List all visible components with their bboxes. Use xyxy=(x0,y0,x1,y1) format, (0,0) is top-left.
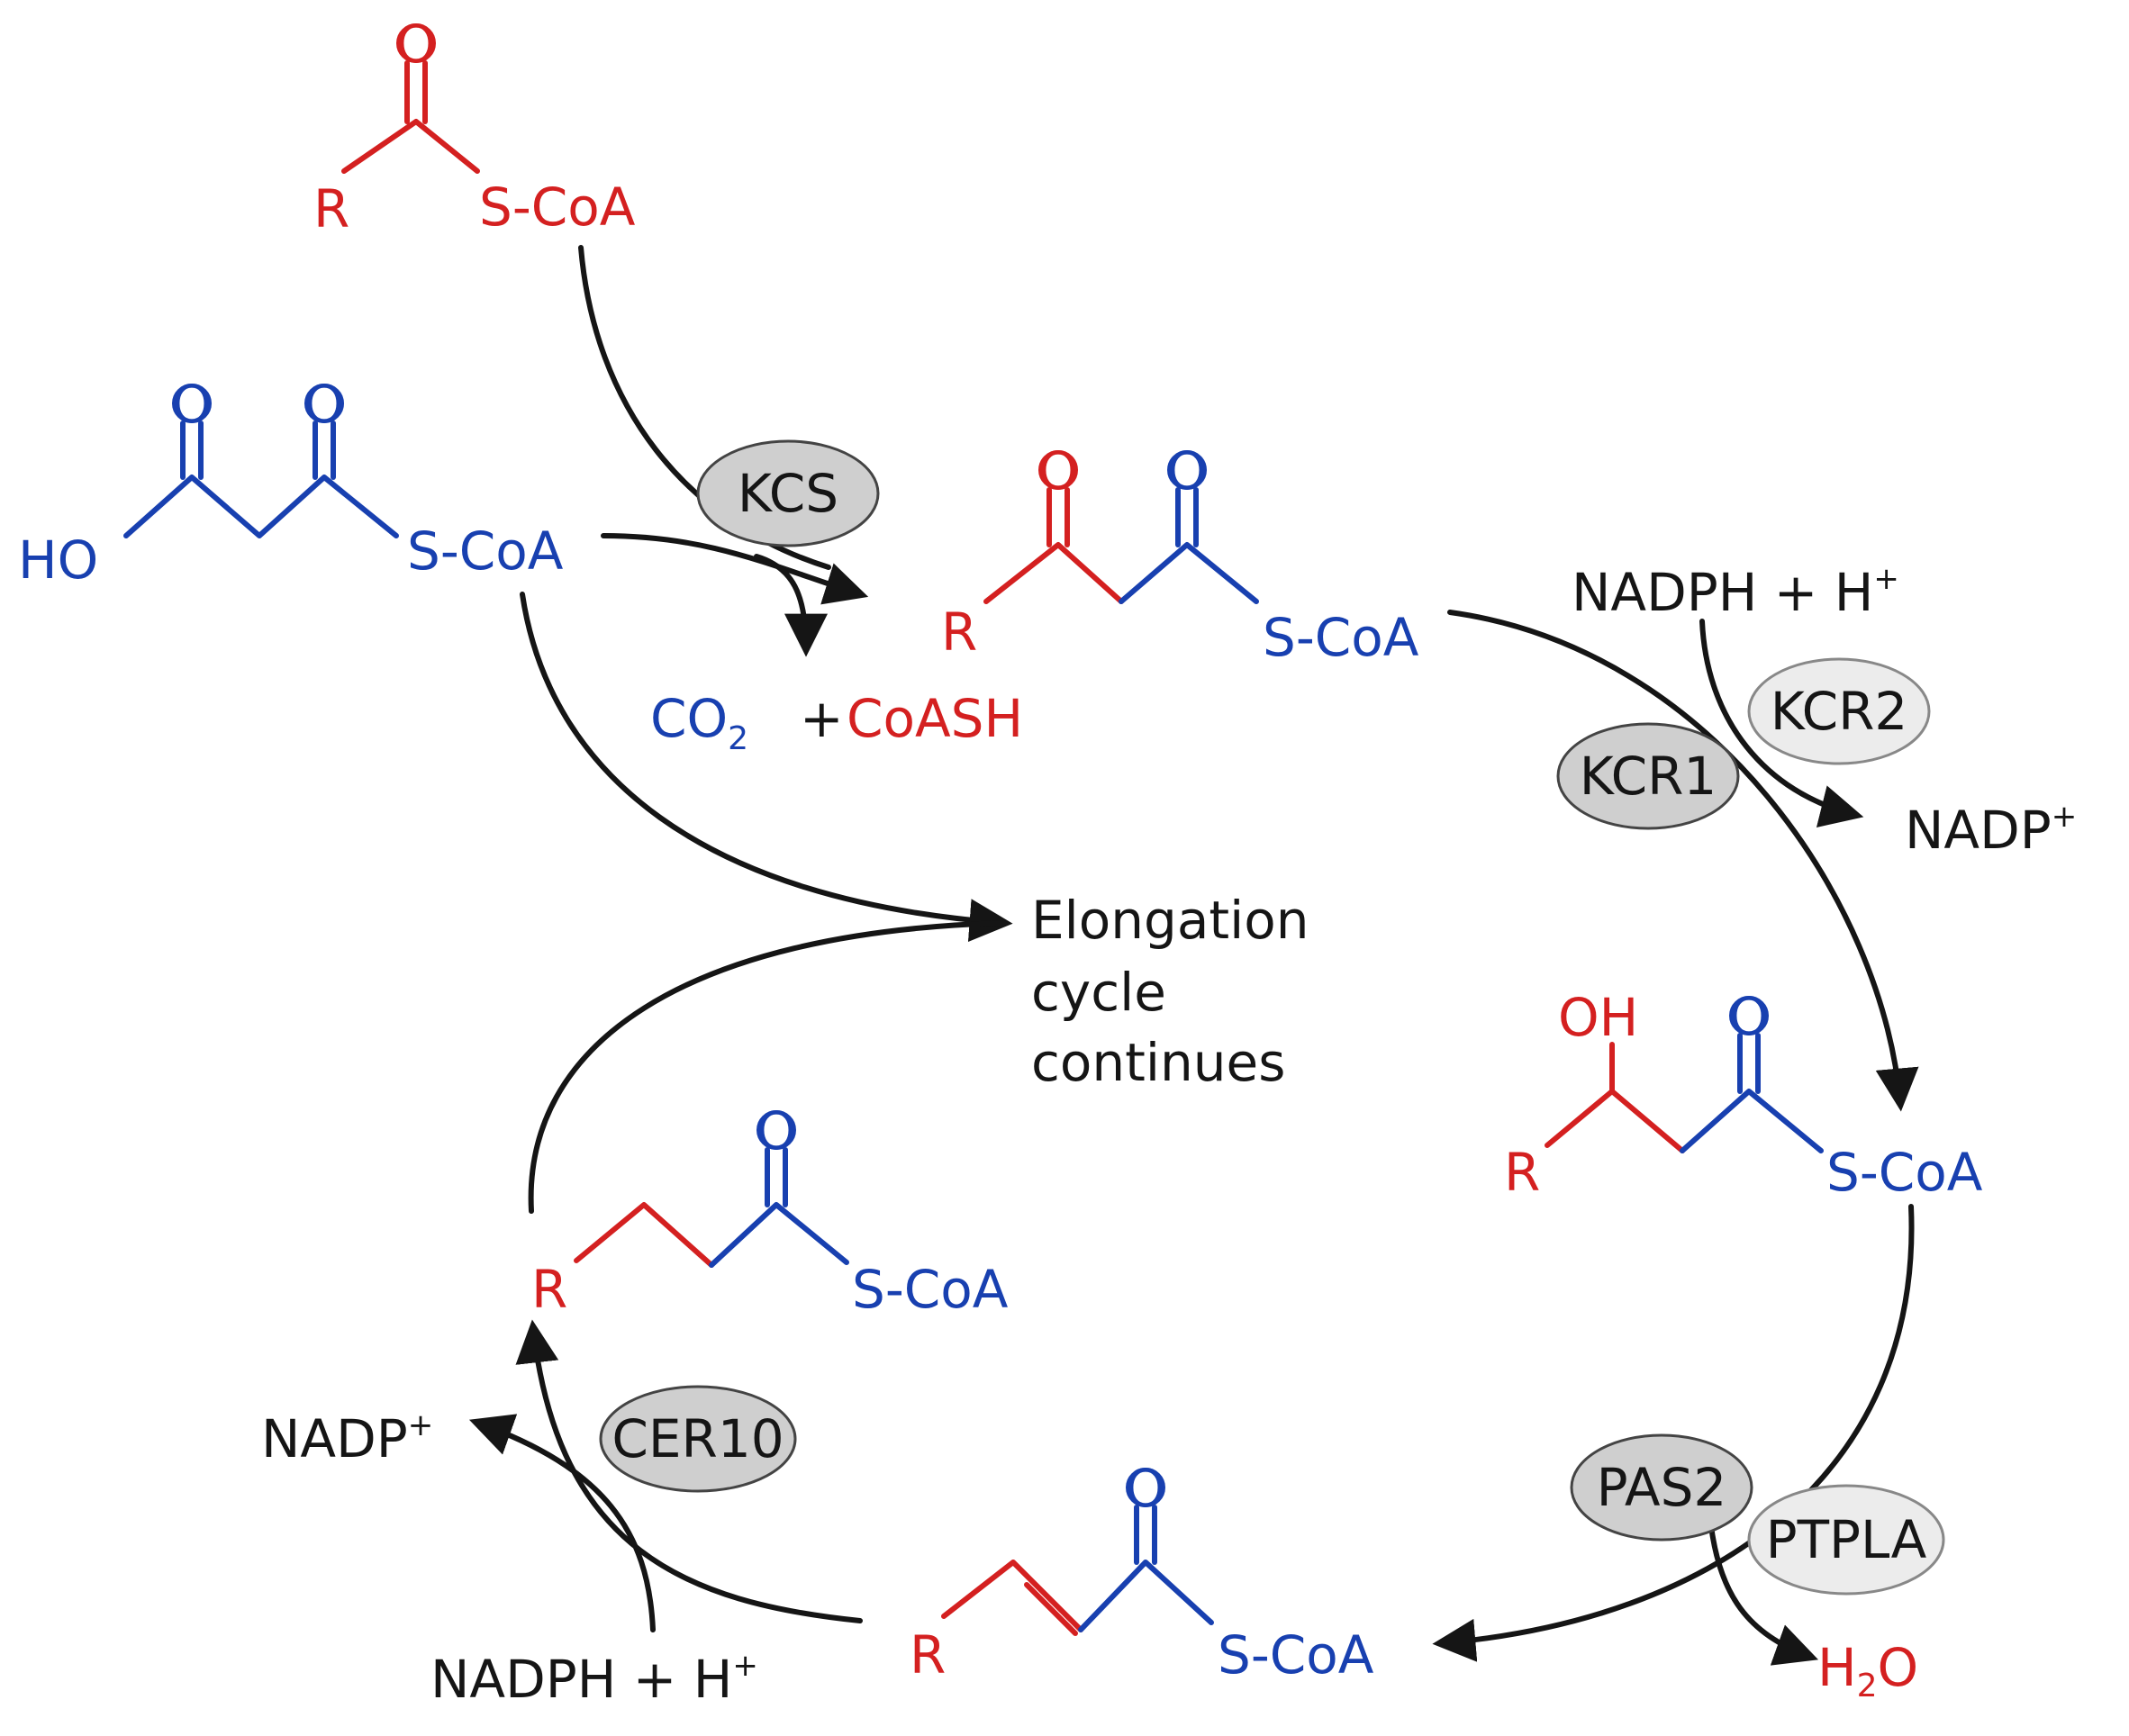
malonyl-coa-o2: O xyxy=(303,374,345,435)
elongated-acyl-coa-oxygen-ring xyxy=(756,1110,796,1150)
elongation-cycle-label: Elongation cycle continues xyxy=(1031,890,1309,1093)
enzyme-cer10-ellipse xyxy=(599,1385,797,1493)
elongated-acyl-coa-chain-blue xyxy=(709,1202,849,1268)
arrow-elongated-to-cycle xyxy=(528,920,1007,1214)
coash-label: CoASH xyxy=(847,688,1023,749)
hydroxyacyl-coa-r: R xyxy=(1504,1142,1540,1203)
enzyme-pas2-label: PAS2 xyxy=(1597,1457,1727,1518)
cycle-label-line2: cycle xyxy=(1031,962,1166,1023)
ketoacyl-coa-chain-red xyxy=(983,542,1124,604)
ketoacyl-coa: R S-CoA xyxy=(941,450,1419,668)
enzyme-ptpla: PTPLA xyxy=(1747,1484,1945,1596)
enoyl-coa-chain-red xyxy=(941,1560,1083,1632)
hydroxyacyl-coa-oh: OH xyxy=(1558,987,1638,1048)
hydroxyacyl-coa-oxygen-ring xyxy=(1729,996,1769,1035)
hydroxyacyl-coa-chain-blue xyxy=(1680,1089,1824,1153)
arrow-malonyl-to-ketoacyl xyxy=(601,533,869,605)
elongated-acyl-coa-o: O xyxy=(756,1100,797,1162)
enoyl-coa-oxygen-ring xyxy=(1126,1468,1165,1507)
co2-coash-byproducts: CO2 + CoASH xyxy=(650,688,1023,757)
ketoacyl-coa-oxygen-ring-2 xyxy=(1167,450,1207,490)
arrow-to-h2o xyxy=(1708,1524,1819,1666)
arrow-to-co2 xyxy=(754,554,828,657)
cycle-label-line3: continues xyxy=(1031,1032,1285,1093)
malonyl-coa-chain xyxy=(123,475,399,538)
nadph-top-label: NADPH + H+ xyxy=(1572,561,1899,623)
enzyme-kcs-ellipse xyxy=(696,439,880,547)
enzyme-ptpla-ellipse xyxy=(1747,1484,1945,1596)
co2-label: CO2 xyxy=(650,688,748,757)
ketoacyl-coa-oxygen-ring-1 xyxy=(1038,450,1078,490)
elongated-acyl-coa-scoa: S-CoA xyxy=(852,1259,1009,1320)
enzyme-kcr1-ellipse xyxy=(1556,722,1740,830)
enoyl-double-bond xyxy=(1024,1582,1078,1636)
hydroxyacyl-coa-o: O xyxy=(1728,986,1770,1047)
enzyme-pas2: PAS2 xyxy=(1570,1433,1753,1542)
arrow-ketoacyl-to-hydroxyacyl xyxy=(1447,610,1919,1112)
enzyme-kcr2-ellipse xyxy=(1747,657,1931,765)
hydroxyacyl-coa: OH R S-CoA xyxy=(1504,987,1983,1203)
arrow-enoyl-to-elongated xyxy=(515,1319,863,1623)
enzyme-kcs: KCS xyxy=(696,439,880,547)
enzyme-kcr1: KCR1 xyxy=(1556,722,1740,830)
arrow-nadph-to-nadp-top xyxy=(1699,619,1864,827)
enzyme-kcr2: KCR2 xyxy=(1747,657,1931,765)
elongated-acyl-coa: R S-CoA xyxy=(531,1110,1009,1320)
enzyme-ptpla-label: PTPLA xyxy=(1766,1509,1927,1570)
malonyl-coa: HO S-CoA xyxy=(18,384,564,591)
hydroxyacyl-coa-chain-red xyxy=(1545,1089,1685,1153)
elongated-acyl-coa-chain-red xyxy=(574,1202,714,1268)
acyl-coa-chain xyxy=(341,119,480,174)
enzyme-cer10-label: CER10 xyxy=(612,1408,784,1469)
nadph-bottom-label: NADPH + H+ xyxy=(430,1648,758,1710)
malonyl-coa-oxygen-ring-2 xyxy=(304,384,344,423)
enoyl-coa: R S-CoA xyxy=(910,1468,1374,1686)
enoyl-coa-r: R xyxy=(910,1624,946,1686)
malonyl-coa-o1: O xyxy=(171,374,213,435)
plus-sign: + xyxy=(800,688,844,749)
ketoacyl-coa-r: R xyxy=(941,601,977,663)
enzyme-cer10: CER10 xyxy=(599,1385,797,1493)
malonyl-coa-scoa: S-CoA xyxy=(407,520,564,582)
acyl-coa-oxygen-ring xyxy=(396,23,436,63)
elongated-acyl-coa-r: R xyxy=(531,1259,567,1320)
nadp-bottom-label: NADP+ xyxy=(261,1407,433,1469)
acyl-coa-scoa: S-CoA xyxy=(479,176,636,238)
h2o-label: H2O xyxy=(1817,1637,1918,1704)
ketoacyl-coa-chain-blue xyxy=(1119,542,1259,604)
enoyl-coa-o: O xyxy=(1125,1458,1166,1519)
acyl-coa-o: O xyxy=(395,14,437,75)
malonyl-coa-oxygen-ring-1 xyxy=(172,384,212,423)
ketoacyl-coa-o1: O xyxy=(1037,440,1079,502)
nadp-top-label: NADP+ xyxy=(1905,799,2077,861)
enzyme-kcs-label: KCS xyxy=(738,463,838,524)
oxygen-labels: O O O O O O O O xyxy=(171,14,1770,1519)
enoyl-coa-scoa: S-CoA xyxy=(1218,1624,1374,1686)
enzyme-kcr1-label: KCR1 xyxy=(1580,746,1717,807)
enzyme-kcr2-label: KCR2 xyxy=(1771,681,1908,742)
hydroxyacyl-coa-scoa: S-CoA xyxy=(1826,1142,1983,1203)
ketoacyl-coa-o2: O xyxy=(1166,440,1208,502)
acyl-coa: R S-CoA xyxy=(313,23,636,240)
enzyme-pas2-ellipse xyxy=(1570,1433,1753,1542)
cycle-label-line1: Elongation xyxy=(1031,890,1309,951)
arrow-nadph-to-nadp-bottom xyxy=(468,1414,656,1632)
ketoacyl-coa-scoa: S-CoA xyxy=(1263,607,1419,668)
arrow-malonyl-to-cycle xyxy=(520,592,1013,943)
acyl-coa-r: R xyxy=(313,178,349,240)
enoyl-coa-chain-blue xyxy=(1078,1560,1214,1632)
malonyl-coa-ho: HO xyxy=(18,529,98,591)
